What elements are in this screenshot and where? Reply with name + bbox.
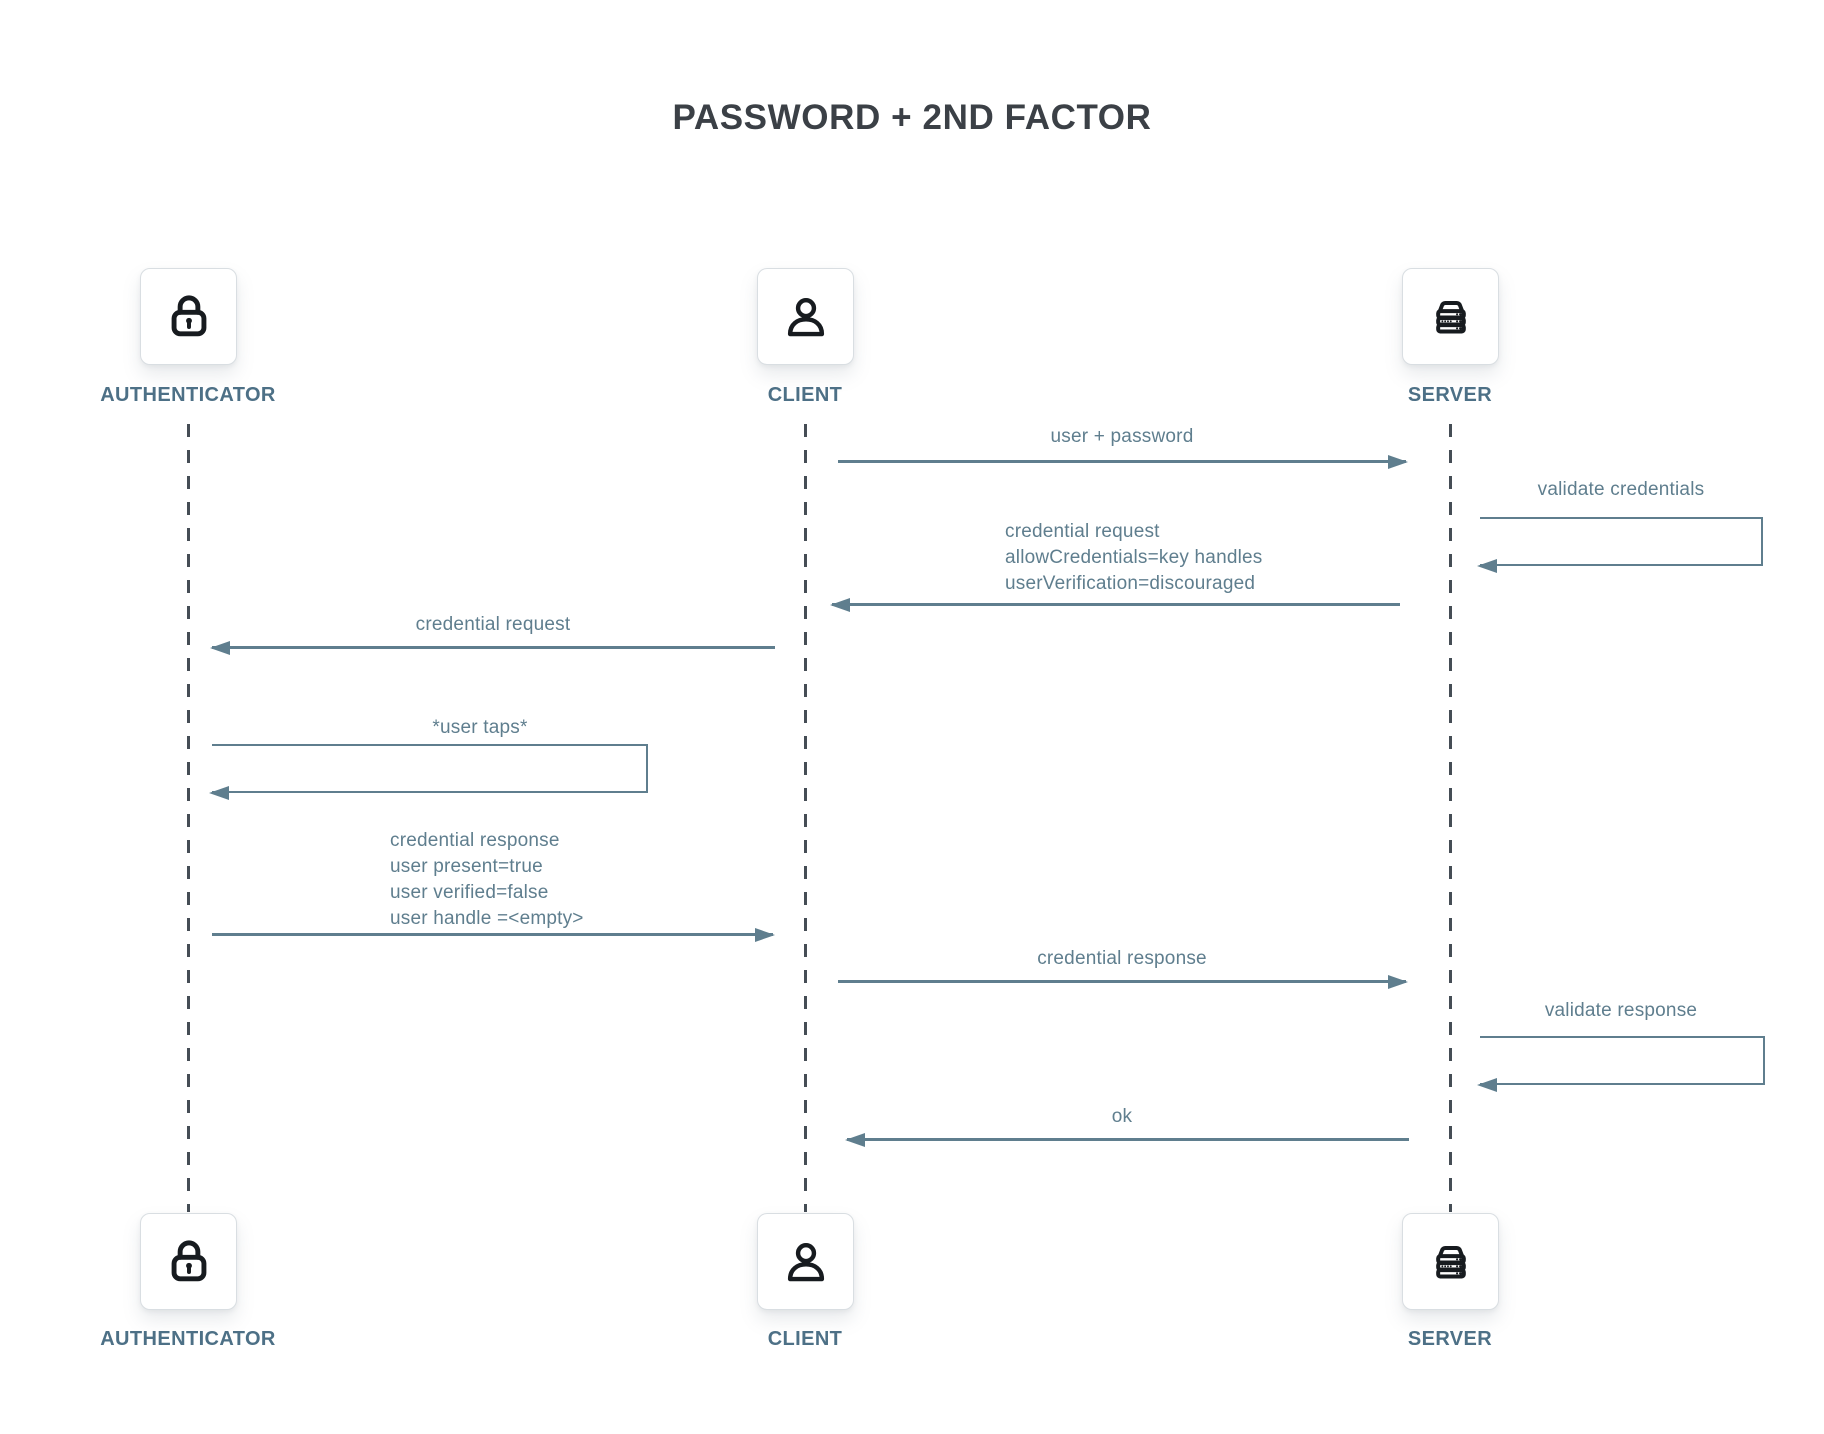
message-line: user handle =<empty> — [390, 908, 584, 929]
actor-authenticator-top — [140, 268, 237, 365]
actor-label-authenticator-top: AUTHENTICATOR — [100, 384, 276, 406]
actor-client-top — [757, 268, 854, 365]
message-label-credential-request: credential request — [415, 614, 571, 635]
message-arrow-ok — [845, 1132, 1409, 1147]
arrowhead-left-icon — [210, 640, 230, 655]
actor-authenticator-bottom — [140, 1213, 237, 1310]
lifeline-client — [803, 424, 807, 1212]
diagram-title: PASSWORD + 2ND FACTOR — [672, 98, 1152, 137]
message-label-user-password: user + password — [1050, 426, 1194, 447]
message-label-credential-response: credential response — [1037, 948, 1207, 969]
message-arrow-credential-request-to-authenticator — [210, 640, 775, 655]
message-label-user-taps: *user taps* — [432, 717, 528, 738]
message-line: credential request — [1005, 521, 1160, 542]
arrowhead-right-icon — [1388, 454, 1408, 469]
message-line: credential response — [390, 830, 560, 851]
message-label-credential-response-details: credential response user present=true us… — [390, 828, 810, 932]
actor-label-client-top: CLIENT — [767, 384, 843, 406]
actor-label-server-top: SERVER — [1407, 384, 1493, 406]
message-label-validate-response: validate response — [1544, 1000, 1698, 1021]
person-icon — [787, 297, 824, 336]
message-line: userVerification=discouraged — [1005, 573, 1256, 594]
lock-icon — [171, 294, 206, 336]
message-self-loop-user-taps — [209, 744, 648, 800]
message-label-credential-request-details: credential request allowCredentials=key … — [1005, 519, 1425, 597]
server-icon — [1435, 1245, 1466, 1278]
arrowhead-right-icon — [755, 927, 775, 942]
actor-client-bottom — [757, 1213, 854, 1310]
actor-label-authenticator-bottom: AUTHENTICATOR — [100, 1328, 276, 1350]
actor-label-server-bottom: SERVER — [1407, 1328, 1493, 1350]
arrowhead-left-icon — [845, 1132, 865, 1147]
arrowhead-left-icon — [209, 785, 229, 800]
actor-label-client-bottom: CLIENT — [767, 1328, 843, 1350]
message-self-loop-validate-response — [1477, 1036, 1765, 1092]
person-icon — [787, 1242, 824, 1281]
server-icon — [1435, 300, 1466, 333]
actor-server-top — [1402, 268, 1499, 365]
message-line: allowCredentials=key handles — [1005, 547, 1263, 568]
message-arrow-user-password — [838, 454, 1408, 469]
arrowhead-left-icon — [1477, 1077, 1497, 1092]
arrowhead-left-icon — [1477, 558, 1497, 573]
lock-icon — [171, 1239, 206, 1281]
lifeline-authenticator — [186, 424, 190, 1212]
message-arrow-credential-response-to-client — [212, 927, 775, 942]
message-line: user verified=false — [390, 882, 549, 903]
message-label-ok: ok — [1111, 1106, 1133, 1127]
message-line: user present=true — [390, 856, 543, 877]
message-arrow-credential-response-to-server — [838, 974, 1408, 989]
message-self-loop-validate-credentials — [1477, 517, 1763, 573]
arrowhead-right-icon — [1388, 974, 1408, 989]
message-label-validate-credentials: validate credentials — [1537, 479, 1705, 500]
arrowhead-left-icon — [830, 597, 850, 612]
lifeline-server — [1448, 424, 1452, 1212]
message-arrow-credential-request-to-client — [830, 597, 1400, 612]
actor-server-bottom — [1402, 1213, 1499, 1310]
